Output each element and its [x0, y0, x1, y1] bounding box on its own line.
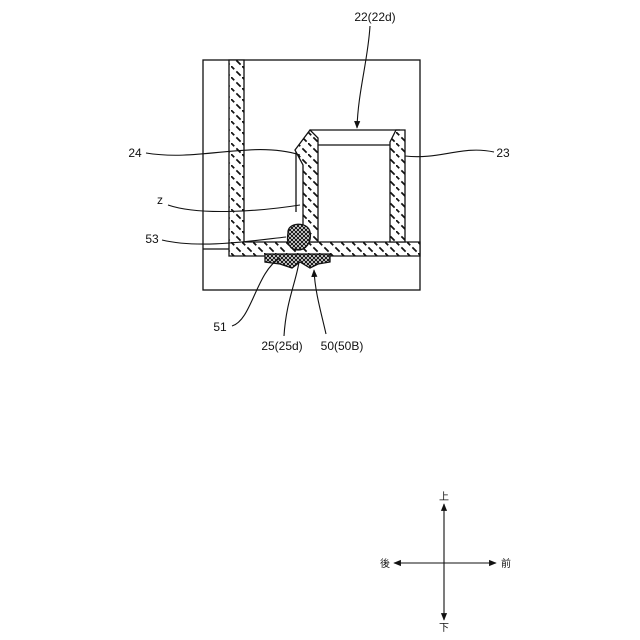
- label-53: 53: [145, 232, 159, 246]
- leader-25: [284, 262, 299, 336]
- seal-53: [287, 224, 310, 250]
- leader-22: [357, 26, 370, 128]
- leader-24: [146, 150, 300, 156]
- label-24: 24: [128, 146, 142, 160]
- leader-50: [314, 270, 326, 334]
- direction-compass: 上 下 後 前: [380, 491, 511, 634]
- direction-rear-label: 後: [380, 557, 390, 570]
- label-z: z: [157, 193, 163, 207]
- label-25: 25(25d): [261, 339, 302, 353]
- member-50: [265, 254, 330, 268]
- direction-up-label: 上: [439, 491, 449, 503]
- direction-front-label: 前: [501, 557, 511, 570]
- label-50: 50(50B): [321, 339, 364, 353]
- label-51: 51: [213, 320, 227, 334]
- direction-down-label: 下: [439, 623, 449, 634]
- label-22: 22(22d): [354, 10, 395, 24]
- label-23: 23: [496, 146, 510, 160]
- leader-23: [405, 150, 494, 157]
- container-right-wall: [390, 130, 405, 242]
- leader-51: [232, 258, 280, 326]
